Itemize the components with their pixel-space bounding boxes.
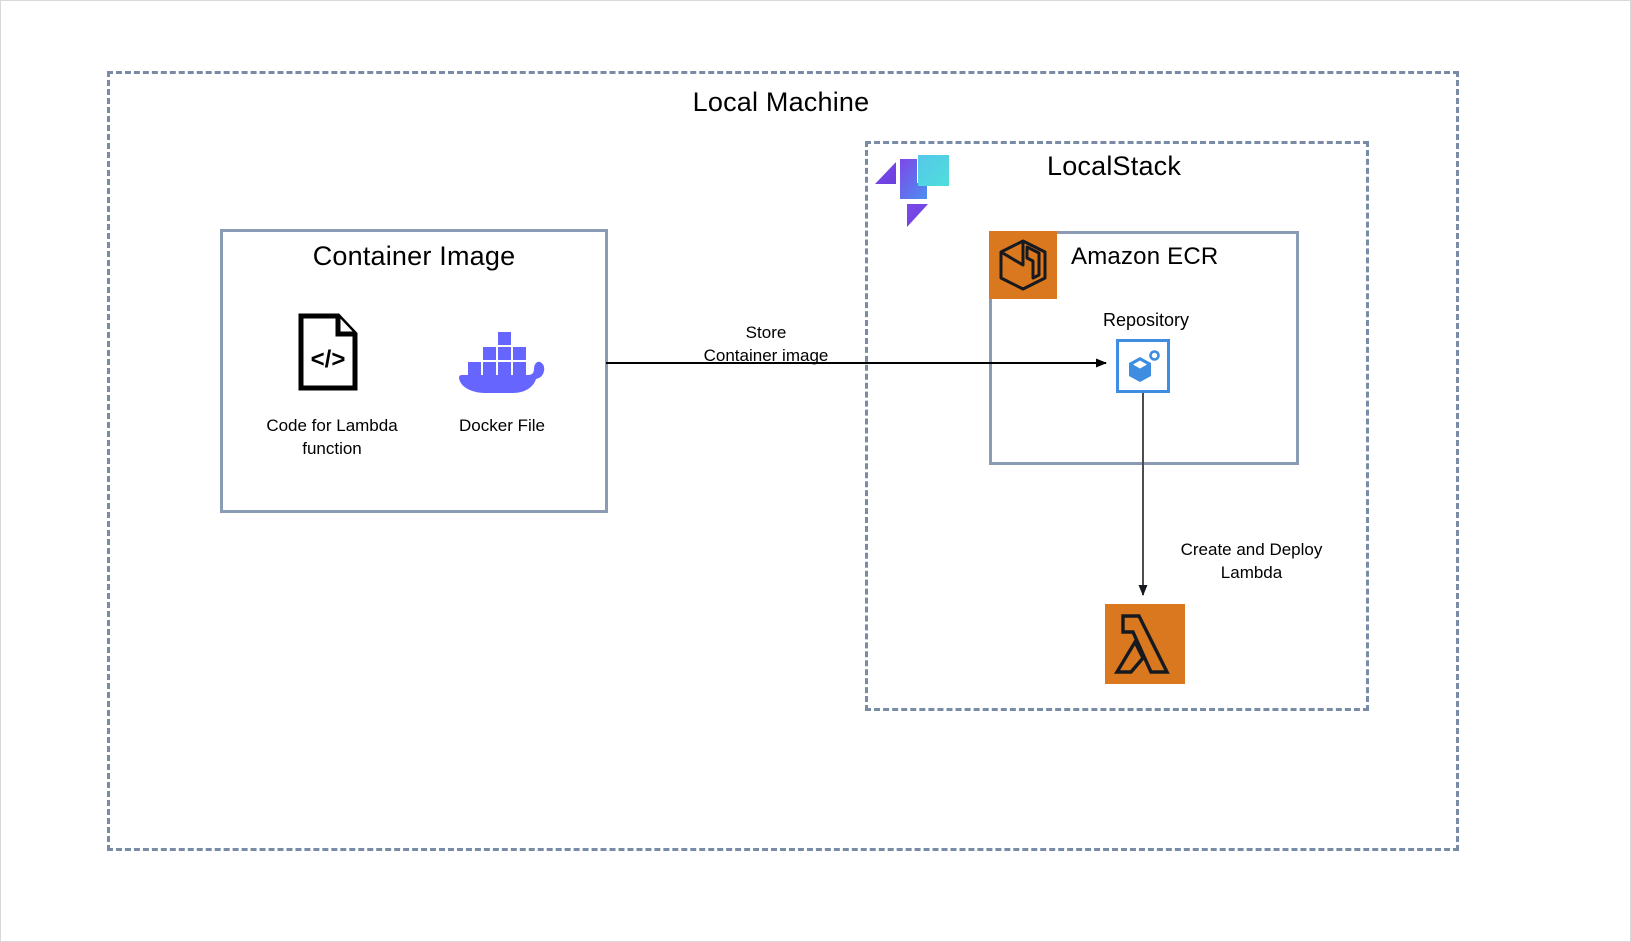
localstack-logo [869,149,953,238]
code-file-icon: </> [298,313,358,396]
container-image-title: Container Image [312,241,516,271]
local-machine-container [107,71,1459,851]
ecr-repository-icon [1116,339,1170,398]
store-container-image-label: Store Container image [703,323,829,365]
local-machine-title: Local Machine [692,87,870,117]
svg-text:</>: </> [311,346,346,373]
code-for-lambda-label: Code for Lambda function [266,416,398,458]
docker-file-label: Docker File [459,416,545,435]
deploy-arrow [1138,393,1148,596]
repository-label: Repository [1102,310,1190,330]
amazon-ecr-icon [989,231,1057,304]
create-deploy-lambda-label: Create and Deploy Lambda [1180,540,1323,582]
aws-lambda-icon [1105,604,1185,689]
docker-whale-icon [456,326,548,401]
store-arrow [606,358,1107,368]
localstack-container [865,141,1369,711]
amazon-ecr-title: Amazon ECR [1071,243,1219,270]
localstack-title: LocalStack [1047,151,1182,181]
